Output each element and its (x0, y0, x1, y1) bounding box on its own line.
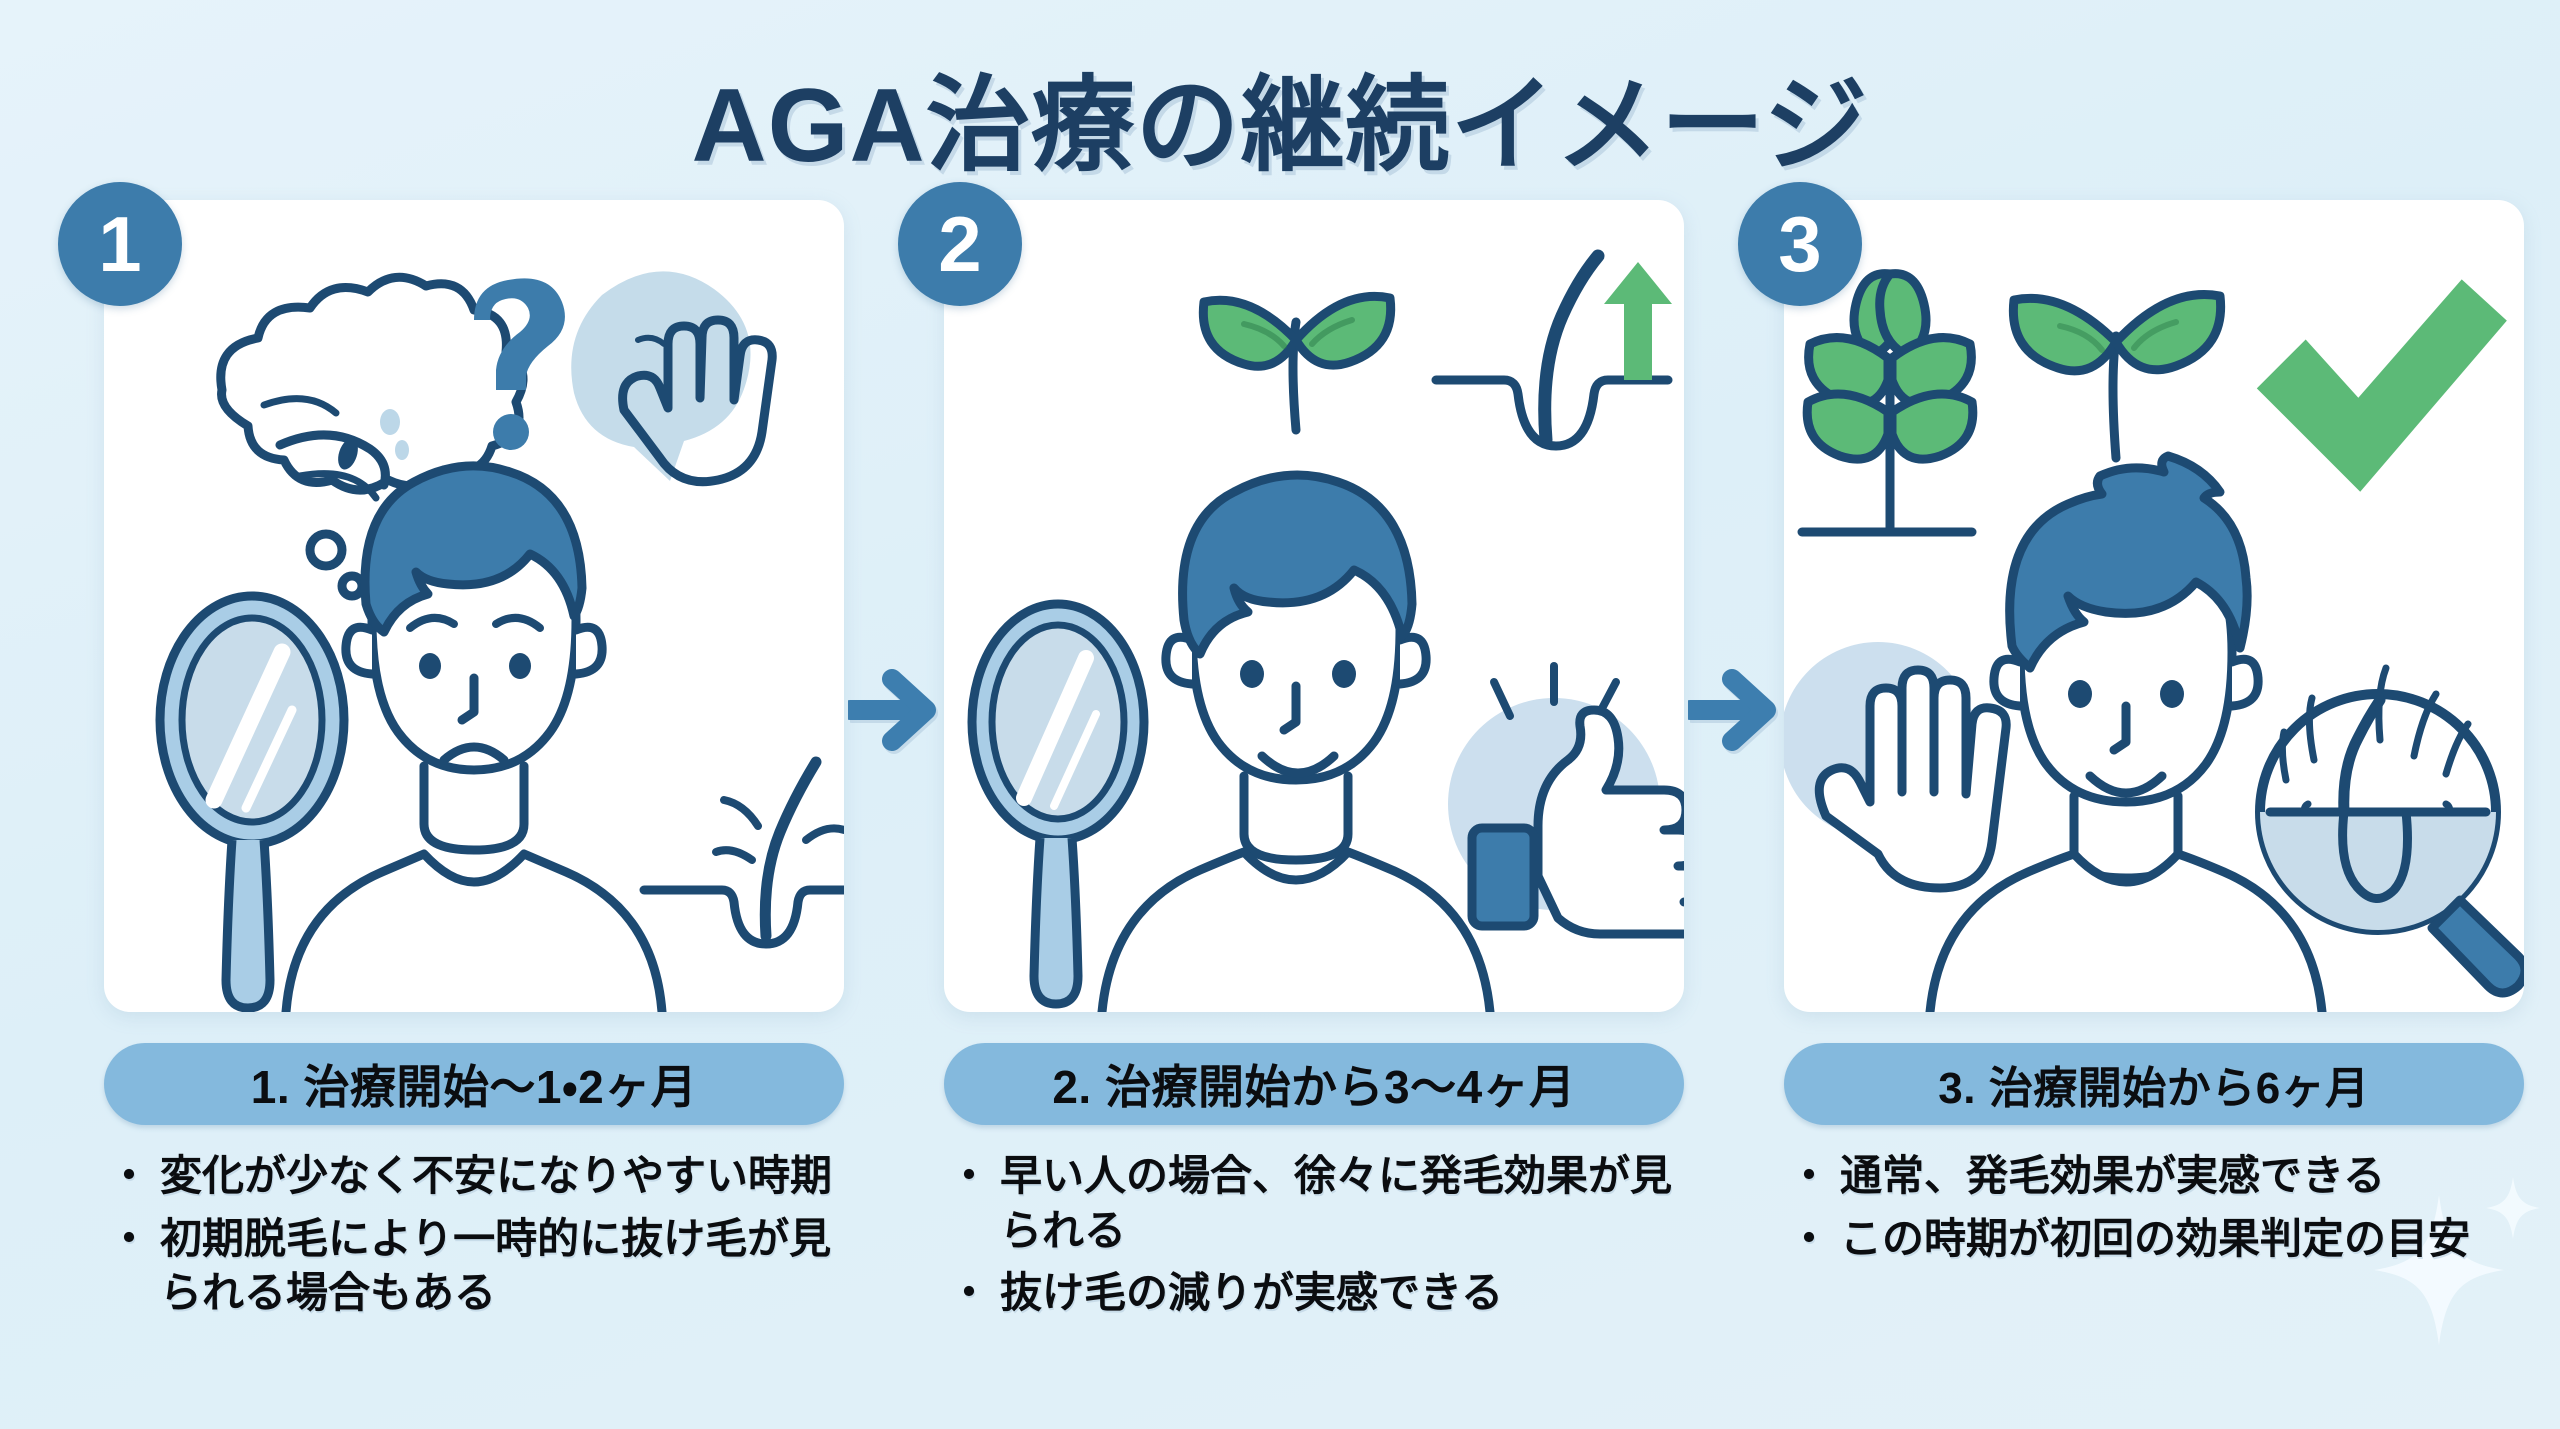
arrow-right-icon-2 (1688, 655, 1784, 765)
step-column-3: 3 3. 治療開始から6ヶ月 ・ 通常、発毛効果が実感できる ・ この時期が初回… (1738, 182, 2524, 1274)
step-card-3: 3 (1738, 182, 2524, 1012)
step-3-bullet-list: ・ 通常、発毛効果が実感できる ・ この時期が初回の効果判定の目安 (1784, 1149, 2524, 1266)
bullet-text: 抜け毛の減りが実感できる (1000, 1269, 1504, 1317)
step-column-2: 2 2. 治療開始から3〜4ヶ月 ・ 早い人の場合、徐々に発毛効果が見られる ・… (898, 182, 1684, 1329)
bullet-marker-icon: ・ (1788, 1152, 1831, 1199)
bullet-text: 早い人の場合、徐々に発毛効果が見られる (1000, 1152, 1673, 1254)
step-2-bullet-list: ・ 早い人の場合、徐々に発毛効果が見られる ・ 抜け毛の減りが実感できる (944, 1149, 1684, 1321)
step-card-2: 2 (898, 182, 1684, 1012)
step-2-illustration (944, 200, 1684, 1012)
arrow-right-icon-1 (848, 655, 944, 765)
step-1-illustration (104, 200, 844, 1012)
bullet-marker-icon: ・ (108, 1152, 151, 1199)
step-label-2: 2. 治療開始から3〜4ヶ月 (944, 1043, 1684, 1125)
step-column-1: 1 1. 治療開始〜1・2ヶ月 ・ 変化が少なく不安になりやすい時期 ・ 初期脱… (58, 182, 844, 1329)
bullet-marker-icon: ・ (948, 1152, 991, 1199)
list-item: ・ 早い人の場合、徐々に発毛効果が見られる (948, 1149, 1680, 1258)
list-item: ・ 初期脱毛により一時的に抜け毛が見られる場合もある (108, 1212, 840, 1321)
step-badge-1: 1 (58, 182, 182, 306)
list-item: ・ この時期が初回の効果判定の目安 (1788, 1212, 2520, 1267)
step-badge-2: 2 (898, 182, 1022, 306)
step-label-1: 1. 治療開始〜1・2ヶ月 (104, 1043, 844, 1125)
step-badge-3: 3 (1738, 182, 1862, 306)
bullet-text: 通常、発毛効果が実感できる (1840, 1152, 2386, 1199)
bullet-marker-icon: ・ (108, 1214, 151, 1262)
list-item: ・ 抜け毛の減りが実感できる (948, 1266, 1680, 1321)
list-item: ・ 通常、発毛効果が実感できる (1788, 1149, 2520, 1204)
bullet-text: この時期が初回の効果判定の目安 (1840, 1214, 2471, 1262)
step-1-bullet-list: ・ 変化が少なく不安になりやすい時期 ・ 初期脱毛により一時的に抜け毛が見られる… (104, 1149, 844, 1321)
bullet-text: 変化が少なく不安になりやすい時期 (160, 1152, 833, 1199)
step-3-illustration (1784, 200, 2524, 1012)
page-title: AGA治療の継続イメージ (691, 68, 1869, 184)
step-card-1: 1 (58, 182, 844, 1012)
list-item: ・ 変化が少なく不安になりやすい時期 (108, 1149, 840, 1204)
bullet-text: 初期脱毛により一時的に抜け毛が見られる場合もある (160, 1214, 832, 1317)
bullet-marker-icon: ・ (1788, 1214, 1831, 1262)
step-label-3: 3. 治療開始から6ヶ月 (1784, 1043, 2524, 1125)
bullet-marker-icon: ・ (948, 1269, 991, 1317)
